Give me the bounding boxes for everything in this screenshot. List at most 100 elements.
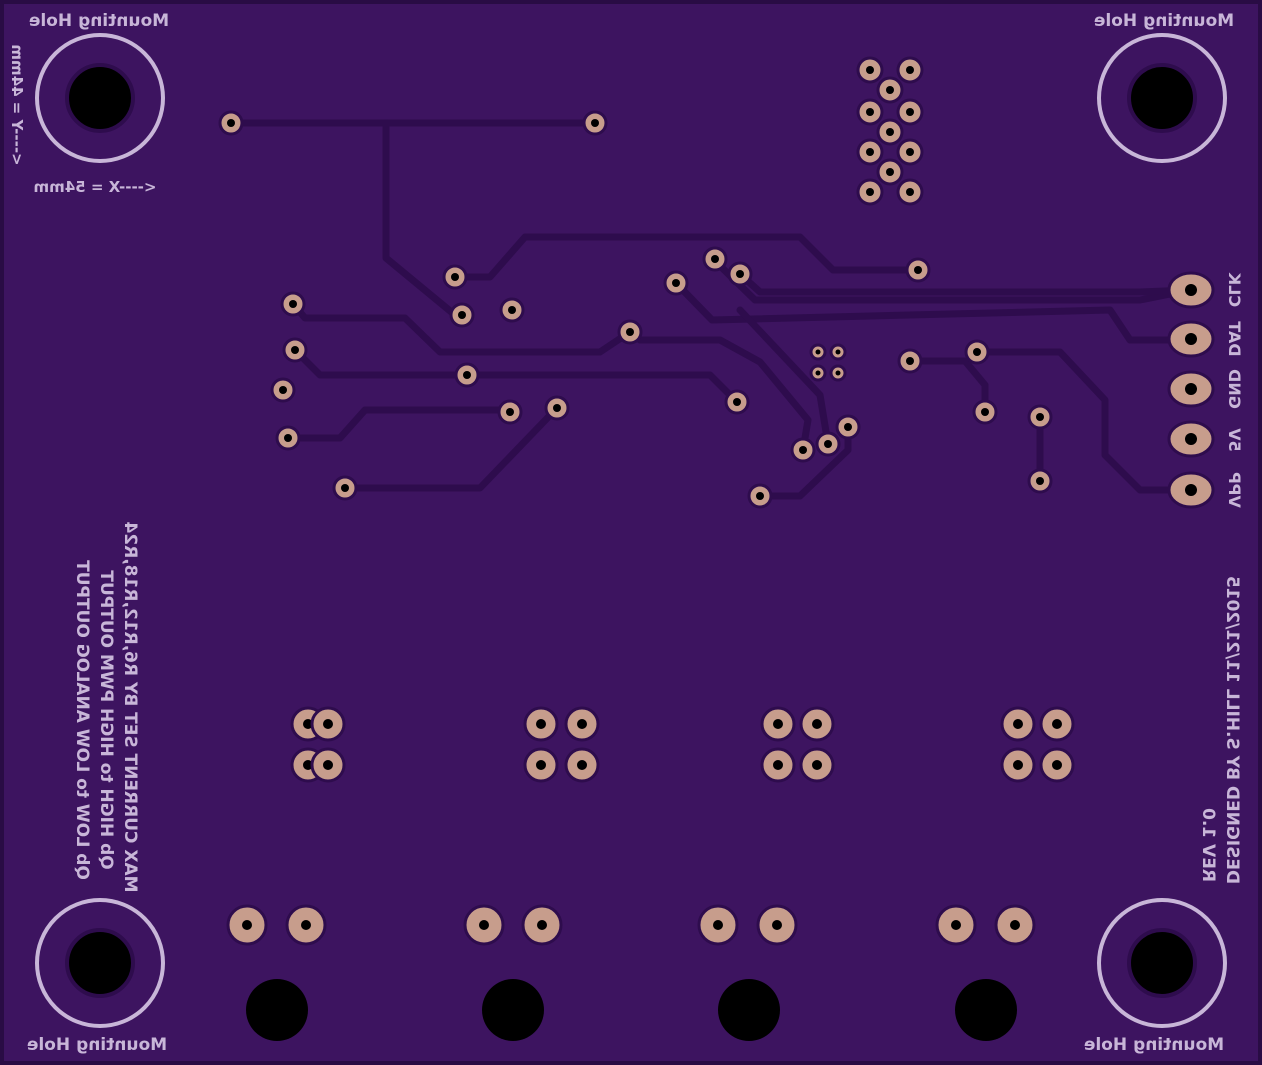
pad-drill — [773, 719, 783, 729]
pad-drill — [906, 66, 914, 74]
pad-drill — [756, 492, 764, 500]
pad-drill — [537, 920, 547, 930]
pad-drill — [713, 920, 723, 930]
pad-drill — [815, 349, 821, 355]
pad-drill — [323, 719, 333, 729]
mounting-hole-label: Mounting Hole — [1084, 1035, 1224, 1055]
pin-label-dat: DAT — [1225, 321, 1244, 356]
mounting-hole-ring — [35, 898, 165, 1028]
connector-hole — [246, 979, 308, 1041]
pad-drill — [866, 188, 874, 196]
connector-hole — [718, 979, 780, 1041]
pad-drill — [591, 119, 599, 127]
pad-drill — [1013, 719, 1023, 729]
trace — [341, 404, 561, 492]
pad-drill — [463, 371, 471, 379]
pad-drill — [815, 370, 821, 376]
mounting-hole-ring — [1097, 898, 1227, 1028]
mounting-hole-label: Mounting Hole — [27, 1035, 167, 1055]
pad-drill — [577, 760, 587, 770]
pad-drill — [1010, 920, 1020, 930]
pad-drill — [323, 760, 333, 770]
trace — [451, 233, 922, 281]
dimension-y-label: <----Y = 44mm — [8, 44, 26, 165]
pad-drill — [866, 66, 874, 74]
pad-drill — [303, 760, 313, 770]
pad-drill — [1185, 433, 1197, 445]
pad-drill — [1185, 383, 1197, 395]
mounting-hole-drill — [65, 928, 135, 998]
trace — [906, 357, 989, 416]
pad-drill — [451, 273, 459, 281]
mounting-hole-label: Mounting Hole — [1094, 11, 1234, 31]
pad-drill — [1185, 333, 1197, 345]
copper-pads — [218, 56, 1215, 946]
trace — [289, 300, 634, 356]
pad-drill — [1013, 760, 1023, 770]
trace — [736, 306, 832, 448]
mounting-hole-label: Mounting Hole — [29, 11, 169, 31]
revision-label: REV 1.0 — [1198, 808, 1218, 882]
pad-drill — [772, 920, 782, 930]
dimension-x-label: <----X = 54mm — [34, 178, 157, 196]
pad-drill — [906, 357, 914, 365]
pad-drill — [1036, 413, 1044, 421]
pad-drill — [835, 349, 841, 355]
pad-drill — [886, 86, 894, 94]
output-connector-holes — [246, 979, 1017, 1041]
analog-note: Qb LOW to LOW ANALOG OUTPUT — [72, 560, 92, 880]
pad-drill — [508, 306, 516, 314]
pad-drill — [577, 719, 587, 729]
silkscreen: Mounting Hole Mounting Hole Mounting Hol… — [8, 11, 1244, 1055]
pad-drill — [835, 370, 841, 376]
pad-drill — [1052, 760, 1062, 770]
mounting-hole-drill — [65, 63, 135, 133]
mounting-hole-drill — [1127, 63, 1197, 133]
pad-drill — [341, 484, 349, 492]
board-substrate — [4, 4, 1258, 1061]
pad-drill — [279, 386, 287, 394]
trace — [291, 346, 741, 406]
pad-drill — [291, 346, 299, 354]
pad-drill — [1185, 284, 1197, 296]
pad-drill — [711, 255, 719, 263]
pin-label-gnd: GND — [1225, 369, 1244, 409]
pad-drill — [1185, 484, 1197, 496]
pad-drill — [914, 266, 922, 274]
trace — [672, 279, 1194, 344]
pad-drill — [799, 446, 807, 454]
trace — [284, 406, 514, 442]
pad-drill — [906, 108, 914, 116]
pad-drill — [973, 348, 981, 356]
pad-drill — [812, 719, 822, 729]
pad-drill — [536, 719, 546, 729]
pad-drill — [773, 760, 783, 770]
pin-label-vpp: VPP — [1225, 472, 1244, 508]
pad-drill — [736, 270, 744, 278]
pad-drill — [536, 760, 546, 770]
pad-drill — [479, 920, 489, 930]
designer-label: DESIGNED BY S.HILL 11/21/2015 — [1222, 576, 1242, 884]
pad-drill — [886, 128, 894, 136]
pad-drill — [906, 188, 914, 196]
trace — [973, 348, 1194, 494]
pin-label-5v: 5V — [1225, 428, 1244, 452]
pad-drill — [227, 119, 235, 127]
mounting-hole-drill — [1127, 928, 1197, 998]
pad-drill — [866, 108, 874, 116]
mounting-hole-ring — [35, 33, 165, 163]
connector-hole — [955, 979, 1017, 1041]
mounting-hole-ring — [1097, 33, 1227, 163]
pad-drill — [844, 423, 852, 431]
pad-drill — [1036, 477, 1044, 485]
pad-drill — [951, 920, 961, 930]
pad-drill — [303, 719, 313, 729]
pad-drill — [553, 404, 561, 412]
pad-drill — [289, 300, 297, 308]
pad-drill — [886, 168, 894, 176]
pad-drill — [1052, 719, 1062, 729]
pad-drill — [284, 434, 292, 442]
trace — [736, 270, 1194, 296]
pad-drill — [812, 760, 822, 770]
